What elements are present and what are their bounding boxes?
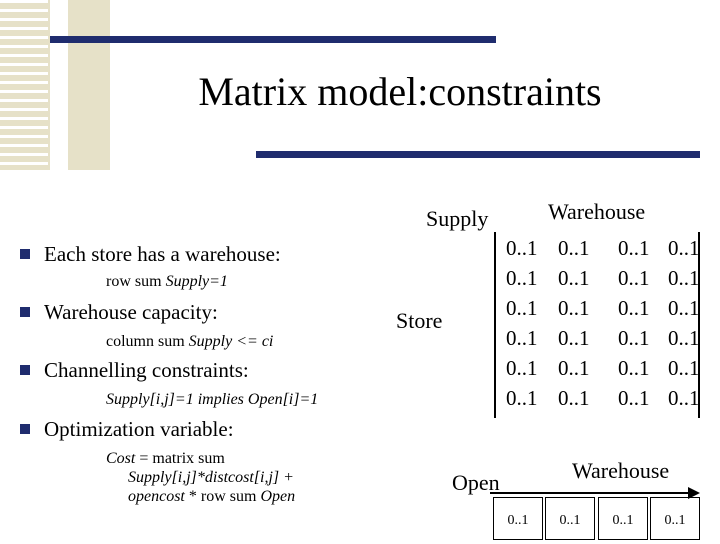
open-var: Open bbox=[260, 488, 296, 505]
matrix-cell: 0..1 bbox=[506, 326, 538, 350]
slide-title: Matrix model:constraints bbox=[198, 69, 602, 114]
matrix-row: 0..1 0..1 0..1 0..1 bbox=[498, 356, 708, 382]
sub-plain: row sum bbox=[106, 273, 166, 290]
matrix-cell: 0..1 bbox=[506, 266, 538, 290]
cost-line-1: Cost = matrix sum bbox=[106, 449, 366, 468]
open-cell: 0..1 bbox=[650, 497, 700, 540]
bullet-marker bbox=[20, 249, 30, 259]
sub-italic: Supply <= ci bbox=[188, 333, 274, 350]
bullet-text: Optimization variable: bbox=[44, 417, 234, 441]
cost-line-3: opencost * row sum Open bbox=[106, 487, 366, 506]
warehouse-top-label: Warehouse bbox=[548, 199, 646, 224]
matrix-cell: 0..1 bbox=[558, 296, 590, 320]
matrix-cell: 0..1 bbox=[506, 236, 538, 260]
supply-label: Supply bbox=[426, 206, 489, 231]
bullet-warehouse-capacity: Warehouse capacity: bbox=[20, 300, 218, 325]
store-label: Store bbox=[396, 308, 443, 333]
sub-row-sum: row sum Supply=1 bbox=[106, 273, 228, 291]
bullet-channelling: Channelling constraints: bbox=[20, 358, 249, 383]
open-cell: 0..1 bbox=[493, 497, 543, 540]
cost-text: = matrix sum bbox=[135, 450, 225, 467]
matrix-cell: 0..1 bbox=[506, 356, 538, 380]
title-rule-bottom bbox=[256, 151, 700, 158]
matrix-cell: 0..1 bbox=[618, 356, 650, 380]
bullet-text: Warehouse capacity: bbox=[44, 300, 218, 324]
warehouse-bottom-label: Warehouse bbox=[572, 458, 670, 483]
bullet-optimization: Optimization variable: bbox=[20, 417, 234, 442]
cost-expr: Supply[i,j]*distcost[i,j] + bbox=[128, 469, 294, 486]
bullet-text: Channelling constraints: bbox=[44, 358, 249, 382]
open-cell: 0..1 bbox=[545, 497, 595, 540]
opencost-var: opencost bbox=[128, 488, 185, 505]
supply-matrix bbox=[494, 232, 700, 418]
sub-italic: Supply=1 bbox=[165, 273, 228, 290]
cost-var: Cost bbox=[106, 450, 136, 467]
open-label: Open bbox=[452, 470, 500, 495]
decorative-panel bbox=[68, 0, 110, 170]
opencost-text: * row sum bbox=[184, 488, 261, 505]
title-rule-top bbox=[50, 36, 496, 43]
bullet-text: Each store has a warehouse: bbox=[44, 242, 281, 266]
matrix-row: 0..1 0..1 0..1 0..1 bbox=[498, 236, 708, 262]
bullet-marker bbox=[20, 424, 30, 434]
matrix-cell: 0..1 bbox=[618, 296, 650, 320]
cost-line-2: Supply[i,j]*distcost[i,j] + bbox=[106, 468, 366, 487]
sub-plain: column sum bbox=[106, 333, 189, 350]
matrix-cell: 0..1 bbox=[506, 296, 538, 320]
warehouse-arrow-line bbox=[490, 492, 690, 494]
matrix-cell: 0..1 bbox=[668, 356, 700, 380]
matrix-cell: 0..1 bbox=[668, 236, 700, 260]
matrix-cell: 0..1 bbox=[618, 326, 650, 350]
matrix-cell: 0..1 bbox=[618, 236, 650, 260]
decorative-stripes bbox=[0, 0, 50, 170]
arrow-right-icon bbox=[688, 487, 700, 499]
matrix-cell: 0..1 bbox=[506, 386, 538, 410]
bullet-store-warehouse: Each store has a warehouse: bbox=[20, 242, 281, 267]
matrix-cell: 0..1 bbox=[618, 266, 650, 290]
matrix-row: 0..1 0..1 0..1 0..1 bbox=[498, 296, 708, 322]
matrix-row: 0..1 0..1 0..1 0..1 bbox=[498, 266, 708, 292]
matrix-cell: 0..1 bbox=[558, 266, 590, 290]
matrix-row: 0..1 0..1 0..1 0..1 bbox=[498, 326, 708, 352]
bullet-marker bbox=[20, 307, 30, 317]
matrix-cell: 0..1 bbox=[668, 266, 700, 290]
sub-optimization: Cost = matrix sum Supply[i,j]*distcost[i… bbox=[106, 449, 366, 506]
open-cell: 0..1 bbox=[598, 497, 648, 540]
matrix-cell: 0..1 bbox=[668, 296, 700, 320]
matrix-row: 0..1 0..1 0..1 0..1 bbox=[498, 386, 708, 412]
matrix-cell: 0..1 bbox=[668, 326, 700, 350]
sub-column-sum: column sum Supply <= ci bbox=[106, 333, 273, 351]
matrix-cell: 0..1 bbox=[558, 386, 590, 410]
bullet-marker bbox=[20, 365, 30, 375]
sub-channelling: Supply[i,j]=1 implies Open[i]=1 bbox=[106, 391, 318, 409]
sub-italic: Supply[i,j]=1 implies Open[i]=1 bbox=[106, 391, 319, 408]
matrix-cell: 0..1 bbox=[668, 386, 700, 410]
matrix-cell: 0..1 bbox=[558, 236, 590, 260]
matrix-cell: 0..1 bbox=[558, 326, 590, 350]
matrix-cell: 0..1 bbox=[558, 356, 590, 380]
matrix-cell: 0..1 bbox=[618, 386, 650, 410]
